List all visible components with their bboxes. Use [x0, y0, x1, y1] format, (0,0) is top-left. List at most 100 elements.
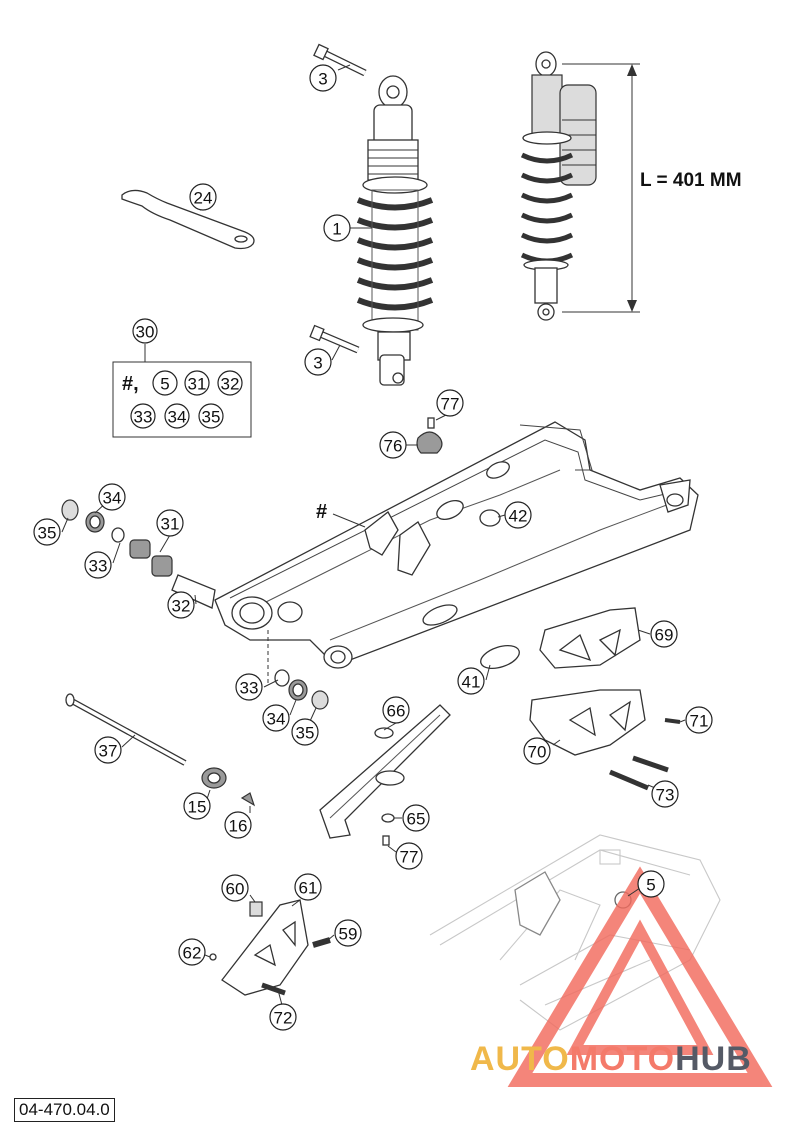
- kit-item-32: 32: [217, 370, 243, 396]
- callout-41: 41: [457, 667, 485, 695]
- callout-number: 42: [509, 507, 528, 526]
- callout-60: 60: [221, 874, 249, 902]
- callout-3b: 3: [304, 348, 332, 376]
- callout-circle: [382, 696, 410, 724]
- callout-number: 77: [400, 848, 419, 867]
- seal-ring-42: [479, 509, 501, 527]
- callout-number: 41: [462, 673, 481, 692]
- callout-circle: [323, 214, 351, 242]
- callout-32: 32: [167, 591, 195, 619]
- swingarm: [214, 421, 699, 669]
- kit-item-5: 5: [152, 370, 178, 396]
- swingarm-bearings-left: [61, 499, 216, 609]
- callout-15: 15: [183, 792, 211, 820]
- callout-circle: [309, 64, 337, 92]
- callout-circle: [395, 842, 423, 870]
- callout-33a: 33: [84, 551, 112, 579]
- callout-number: 73: [656, 786, 675, 805]
- callout-number: 61: [299, 879, 318, 898]
- kit-item-number: 35: [202, 408, 221, 427]
- kit-contents: 30 5 31 32 33 34 35: [130, 318, 243, 429]
- kit-item-34: 34: [164, 403, 190, 429]
- callout-71: 71: [685, 706, 713, 734]
- callout-circle: [402, 804, 430, 832]
- kit-number-callout: 30: [132, 318, 158, 344]
- callout-number: 66: [387, 702, 406, 721]
- upper-shock-bolt: [313, 43, 367, 77]
- hook-wrench: [121, 189, 255, 250]
- callout-circle: [33, 518, 61, 546]
- callout-circle: [94, 736, 122, 764]
- callout-number: 65: [407, 810, 426, 829]
- chain-guide: [529, 607, 681, 791]
- callout-31: 31: [156, 509, 184, 537]
- callout-3a: 3: [309, 64, 337, 92]
- callout-33b: 33: [235, 673, 263, 701]
- callout-62: 62: [178, 938, 206, 966]
- reference-shock-absorber: [520, 51, 640, 321]
- length-dimension-label: L = 401 MM: [640, 170, 742, 191]
- kit-item-circle: [132, 318, 158, 344]
- callout-number: 3: [313, 354, 322, 373]
- callout-77b: 77: [395, 842, 423, 870]
- callout-circle: [235, 673, 263, 701]
- callout-number: 33: [89, 557, 108, 576]
- callout-number: 3: [318, 70, 327, 89]
- diagram-code: 04-470.04.0: [14, 1098, 115, 1122]
- callout-circle: [436, 389, 464, 417]
- callout-circle: [183, 792, 211, 820]
- callout-number: 60: [226, 880, 245, 899]
- kit-item-number: 30: [136, 323, 155, 342]
- kit-item-circle: [217, 370, 243, 396]
- callout-number: 69: [655, 626, 674, 645]
- callout-circle: [294, 873, 322, 901]
- callout-number: 15: [188, 798, 207, 817]
- callout-circle: [650, 620, 678, 648]
- callout-66: 66: [382, 696, 410, 724]
- cable-clip: [416, 417, 443, 454]
- callout-number: 71: [690, 712, 709, 731]
- watermark-brand: AUTOMOTOHUB: [470, 1040, 752, 1079]
- kit-hash: #,: [122, 373, 139, 395]
- lower-chain-guide: [209, 899, 331, 996]
- callout-number: 16: [229, 817, 248, 836]
- callout-5: 5: [637, 870, 665, 898]
- callout-70: 70: [523, 737, 551, 765]
- kit-item-number: 33: [134, 408, 153, 427]
- kit-item-number: 31: [188, 375, 207, 394]
- callout-59: 59: [334, 919, 362, 947]
- callout-circle: [84, 551, 112, 579]
- swingarm-axle: [65, 693, 256, 807]
- kit-item-number: 5: [160, 375, 169, 394]
- callout-1: 1: [323, 214, 351, 242]
- callout-circle: [269, 1003, 297, 1031]
- callout-circle: [457, 667, 485, 695]
- callout-circle: [178, 938, 206, 966]
- callout-circle: [334, 919, 362, 947]
- watermark-hub: HUB: [675, 1040, 752, 1078]
- callout-number: 35: [296, 724, 315, 743]
- callout-37: 37: [94, 736, 122, 764]
- swingarm-hash-marker: #: [316, 501, 327, 523]
- kit-item-35: 35: [198, 403, 224, 429]
- callout-number: 1: [332, 220, 341, 239]
- chain-slider: [319, 704, 451, 846]
- callout-35a: 35: [33, 518, 61, 546]
- callout-number: 34: [267, 710, 286, 729]
- kit-item-number: 32: [221, 375, 240, 394]
- seal-ring-41: [480, 645, 520, 669]
- callout-72: 72: [269, 1003, 297, 1031]
- callout-number: 34: [103, 489, 122, 508]
- callout-circle: [156, 509, 184, 537]
- callout-circle: [262, 704, 290, 732]
- kit-item-number: 34: [168, 408, 187, 427]
- callout-circle: [167, 591, 195, 619]
- callout-number: 70: [528, 743, 547, 762]
- kit-item-circle: [130, 403, 156, 429]
- callout-16: 16: [224, 811, 252, 839]
- callout-number: 77: [441, 395, 460, 414]
- callout-65: 65: [402, 804, 430, 832]
- callout-24: 24: [189, 183, 217, 211]
